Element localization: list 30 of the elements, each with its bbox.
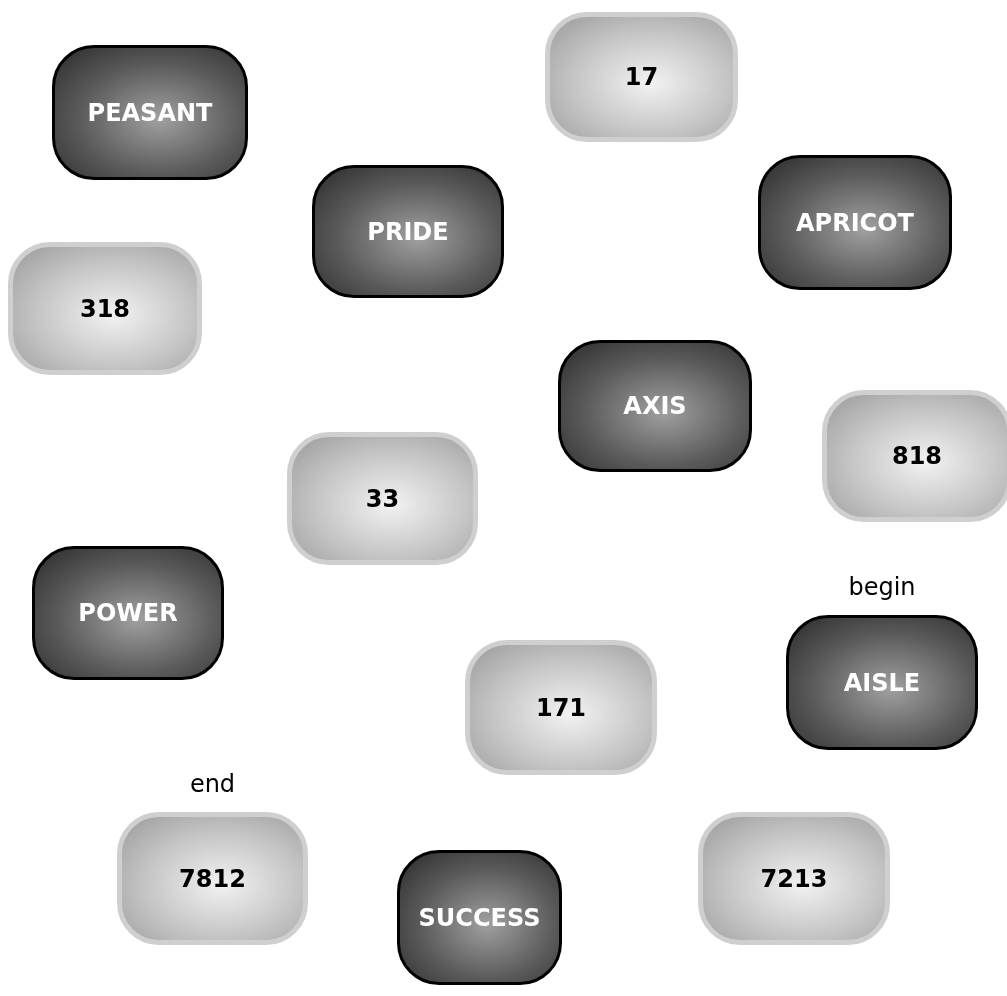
dark-rounded-box [32, 546, 224, 680]
box-label: 33 [365, 484, 400, 513]
light-rounded-box [8, 242, 202, 375]
box-label: POWER [78, 599, 178, 627]
box-label: 818 [891, 442, 943, 470]
box-label: 171 [535, 693, 587, 722]
dark-rounded-box [786, 615, 978, 750]
light-rounded-box [117, 812, 308, 945]
light-rounded-box [287, 432, 478, 565]
box-label: SUCCESS [418, 903, 541, 932]
box-label: PRIDE [367, 217, 449, 246]
dark-rounded-box [558, 340, 752, 472]
dark-rounded-box [758, 155, 952, 290]
box-label: 318 [79, 294, 131, 323]
box-label: AISLE [843, 668, 921, 697]
light-rounded-box [545, 12, 738, 142]
dark-rounded-box [312, 165, 504, 298]
box-label: 17 [624, 63, 659, 91]
light-rounded-box [465, 640, 657, 775]
box-label: APRICOT [796, 208, 914, 237]
box-caption: begin [848, 573, 916, 601]
box-label: PEASANT [87, 98, 213, 127]
dark-rounded-box [397, 850, 562, 985]
light-rounded-box [822, 390, 1007, 522]
dark-rounded-box [52, 45, 248, 180]
box-label: AXIS [623, 392, 687, 420]
box-label: 7213 [760, 864, 828, 893]
light-rounded-box [698, 812, 890, 945]
box-label: 7812 [179, 864, 246, 893]
box-caption: end [189, 770, 236, 798]
